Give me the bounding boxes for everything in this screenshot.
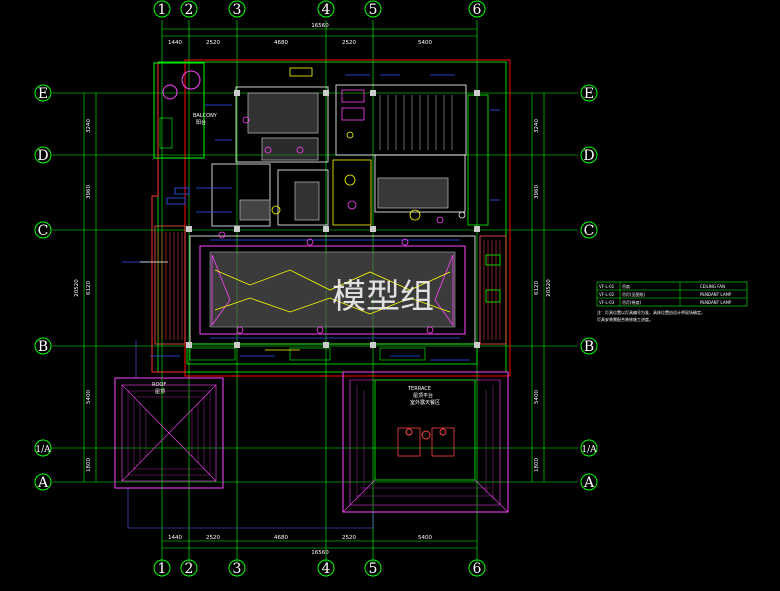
legend-cn-3: 吊灯(带扇): [622, 299, 642, 305]
bottom-deck: [186, 343, 478, 365]
dim-left-5: 1800: [86, 458, 92, 472]
roof: ROOF 屋顶: [114, 340, 374, 529]
dim-top-total: 16560: [311, 23, 329, 29]
axis-top-2: 2: [185, 2, 194, 18]
dimension-lines: [83, 28, 545, 549]
dim-bottom-1: 1440: [168, 535, 182, 541]
dim-right-2: 3960: [534, 185, 540, 199]
dim-bottom-3: 4680: [274, 535, 288, 541]
dim-bottom-5: 5400: [418, 535, 432, 541]
axis-bottom-5: 5: [369, 561, 378, 577]
legend-en-3: PENDANT LAMP: [700, 300, 732, 305]
axis-top-1: 1: [158, 2, 167, 18]
roof-label-cn: 屋顶: [155, 389, 165, 395]
dim-top-2: 2520: [206, 40, 220, 46]
terrace-label-en: TERRACE: [407, 386, 431, 392]
axis-right-C: C: [584, 223, 595, 239]
axis-right-B: B: [584, 339, 594, 355]
axis-bottom-1: 1: [158, 561, 167, 577]
terrace-note: 室外露天餐区: [410, 399, 440, 406]
axis-top-3: 3: [233, 2, 242, 18]
left-axis-bubbles: [34, 84, 52, 491]
axis-right-1A: 1/A: [581, 445, 597, 455]
axis-right-A: A: [583, 475, 595, 491]
axis-top-6: 6: [473, 2, 482, 18]
building-outline: [151, 59, 511, 377]
legend-table: VF-L-01 吊扇 CEILING FAN VF-L-02 吊灯(见图纸) P…: [596, 281, 748, 322]
upper-rooms: [211, 84, 489, 227]
main-hall: [189, 235, 476, 345]
dim-top-3: 4680: [274, 40, 288, 46]
dim-right-1: 3240: [534, 119, 540, 133]
balcony-label-en: BALCONY: [193, 113, 218, 119]
stair-hatching: [379, 95, 453, 150]
bottom-axis-bubbles: [153, 559, 486, 577]
watermark: 模型组: [332, 277, 434, 317]
axis-right-E: E: [584, 86, 594, 102]
axis-left-B: B: [38, 339, 48, 355]
dim-left-1: 3240: [86, 119, 92, 133]
legend-en-2: PENDANT LAMP: [700, 292, 732, 297]
dim-left-2: 3960: [86, 185, 92, 199]
dim-bottom-4: 2520: [342, 535, 356, 541]
axis-bottom-2: 2: [185, 561, 194, 577]
roof-label-en: ROOF: [152, 382, 166, 388]
balcony-label-cn: 阳台: [196, 119, 206, 126]
legend-cn-1: 吊扇: [622, 283, 630, 289]
axis-left-1A: 1/A: [35, 445, 51, 455]
dim-top-4: 2520: [342, 40, 356, 46]
dim-bottom-2: 2520: [206, 535, 220, 541]
dim-bottom-total: 16560: [311, 550, 329, 556]
dim-right-5: 1800: [534, 458, 540, 472]
dim-right-4: 5400: [534, 390, 540, 404]
legend-note-2: 灯具安装需配合装修施工进度。: [597, 316, 653, 322]
axis-right-D: D: [583, 148, 594, 164]
axis-bottom-4: 4: [322, 561, 331, 577]
legend-code-3: VF-L-03: [599, 300, 615, 305]
axis-bottom-3: 3: [233, 561, 242, 577]
columns: [186, 90, 480, 348]
terrace: TERRACE 屋顶平台 室外露天餐区: [342, 371, 509, 513]
axis-left-E: E: [38, 86, 48, 102]
dim-top-1: 1440: [168, 40, 182, 46]
dim-right-total: 20520: [546, 279, 552, 297]
axis-top-5: 5: [369, 2, 378, 18]
legend-en-1: CEILING FAN: [700, 284, 725, 289]
axis-left-A: A: [37, 475, 49, 491]
legend-note-1: 注：灯具位置以灯具编号为准，具体位置由设计师现场确定。: [597, 309, 705, 315]
electrical-annotations: [122, 67, 501, 361]
dim-left-total: 20520: [74, 279, 80, 297]
top-axis-bubbles: [153, 0, 486, 18]
dim-left-3: 6120: [86, 281, 92, 295]
terrace-label-cn: 屋顶平台: [413, 392, 433, 399]
legend-code-1: VF-L-01: [599, 284, 615, 289]
axis-bottom-6: 6: [473, 561, 482, 577]
dim-left-4: 5400: [86, 390, 92, 404]
axis-left-C: C: [38, 223, 49, 239]
balcony: BALCONY 阳台: [153, 62, 218, 159]
dim-top-5: 5400: [418, 40, 432, 46]
right-axis-bubbles: [580, 84, 598, 491]
axis-left-D: D: [37, 148, 48, 164]
legend-code-2: VF-L-02: [599, 292, 615, 297]
axis-top-4: 4: [322, 2, 331, 18]
legend-cn-2: 吊灯(见图纸): [622, 291, 646, 297]
dim-right-3: 6120: [534, 281, 540, 295]
